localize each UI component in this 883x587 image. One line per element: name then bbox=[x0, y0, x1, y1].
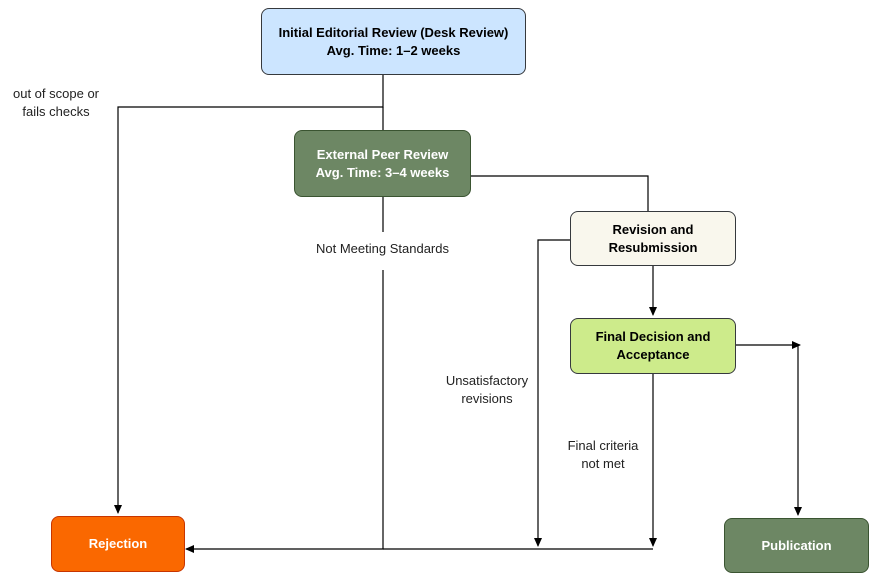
node-publication[interactable]: Publication bbox=[724, 518, 869, 573]
edge-label-unsatisfactory-line2: revisions bbox=[461, 391, 513, 406]
connector-peer-review-to-rejection bbox=[185, 270, 384, 553]
node-final-decision[interactable]: Final Decision and Acceptance bbox=[570, 318, 736, 374]
edge-label-final-criteria: Final criteria not met bbox=[557, 437, 649, 473]
edge-label-unsatisfactory-line1: Unsatisfactory bbox=[445, 373, 529, 388]
edge-label-out-of-scope-line1: out of scope or bbox=[13, 86, 99, 101]
node-revision-line2: Resubmission bbox=[608, 239, 698, 255]
node-revision[interactable]: Revision and Resubmission bbox=[570, 211, 736, 266]
edge-label-out-of-scope-line2: fails checks bbox=[22, 104, 90, 119]
node-desk-review[interactable]: Initial Editorial Review (Desk Review) A… bbox=[261, 8, 526, 75]
node-desk-review-title: Initial Editorial Review (Desk Review) bbox=[278, 24, 509, 40]
connector-desk-review-to-rejection bbox=[114, 75, 384, 514]
edge-label-unsatisfactory-revisions: Unsatisfactory revisions bbox=[436, 372, 538, 408]
edge-label-out-of-scope: out of scope or fails checks bbox=[4, 85, 108, 121]
edge-label-final-criteria-line2: not met bbox=[581, 456, 625, 471]
connector-revision-to-rejection bbox=[534, 239, 571, 547]
connector-peer-review-to-revision bbox=[471, 175, 649, 211]
node-rejection[interactable]: Rejection bbox=[51, 516, 185, 572]
edge-label-not-meeting-standards: Not Meeting Standards bbox=[300, 240, 465, 258]
node-publication-label: Publication bbox=[761, 537, 832, 553]
node-rejection-label: Rejection bbox=[88, 536, 148, 551]
node-desk-review-time: Avg. Time: 1–2 weeks bbox=[326, 42, 461, 58]
node-peer-review-time: Avg. Time: 3–4 weeks bbox=[315, 164, 450, 180]
node-peer-review-title: External Peer Review bbox=[316, 146, 449, 162]
node-revision-line1: Revision and bbox=[612, 221, 694, 237]
node-peer-review[interactable]: External Peer Review Avg. Time: 3–4 week… bbox=[294, 130, 471, 197]
node-final-decision-line1: Final Decision and bbox=[595, 329, 711, 344]
edge-label-final-criteria-line1: Final criteria bbox=[567, 438, 639, 453]
node-final-decision-line2: Acceptance bbox=[616, 347, 690, 362]
